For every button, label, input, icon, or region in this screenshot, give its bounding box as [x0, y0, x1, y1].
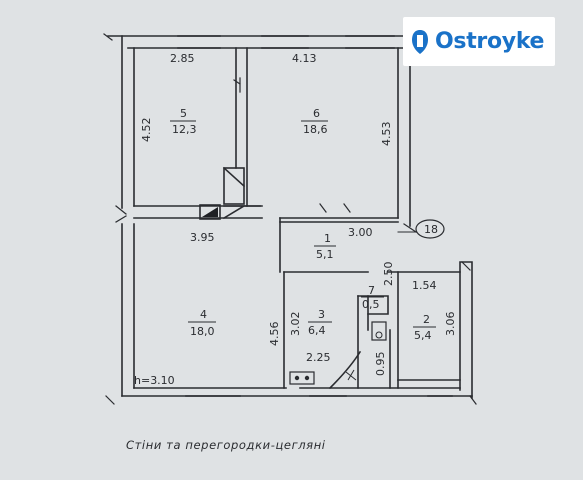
dim-2-25: 2.25 — [306, 351, 331, 364]
room-6-number: 6 — [313, 107, 320, 120]
dim-3-00: 3.00 — [348, 226, 373, 239]
ostroyke-logo-text: Ostroyke — [435, 29, 545, 54]
wall-5-6 — [235, 47, 248, 207]
room-2-area: 5,4 — [414, 329, 432, 342]
outer-wall-left-lower — [121, 223, 135, 397]
room-3-number: 3 — [318, 308, 325, 321]
room-1-number: 1 — [324, 232, 331, 245]
dim-3-06: 3.06 — [444, 312, 457, 337]
ostroyke-logo-icon — [412, 29, 428, 54]
room-6-area: 18,6 — [303, 123, 328, 136]
room-2-number: 2 — [423, 313, 430, 326]
room-3-area: 6,4 — [308, 324, 326, 337]
toilet-bowl-icon — [375, 331, 383, 339]
ceiling-height-label: h=3.10 — [134, 374, 175, 387]
wall-2-left — [389, 271, 399, 389]
outer-wall-bottom — [121, 387, 473, 397]
ostroyke-logo[interactable]: Ostroyke — [403, 17, 555, 66]
dim-4-53: 4.53 — [380, 122, 393, 147]
room-5-area: 12,3 — [172, 123, 197, 136]
outer-wall-top — [107, 35, 411, 49]
dim-4-56: 4.56 — [268, 322, 281, 347]
dimension-ticks — [103, 33, 477, 405]
materials-caption: Стіни та перегородки-цегляні — [126, 438, 326, 452]
windows-top — [177, 35, 395, 49]
toilet-icon — [371, 321, 387, 341]
wall-4-right — [279, 217, 285, 389]
wall-7-box — [357, 295, 389, 315]
wall-3-right — [357, 295, 369, 389]
axis-marker-ellipse — [415, 219, 445, 239]
gas-meter-icon — [345, 369, 357, 381]
stove-icon — [289, 371, 315, 385]
stove-burner-left-icon — [294, 375, 300, 381]
room-1-area: 5,1 — [316, 248, 334, 261]
room-7-number: 7 — [368, 284, 375, 297]
room-5-number: 5 — [180, 107, 187, 120]
dim-2-85: 2.85 — [170, 52, 195, 65]
outer-wall-right-upper — [397, 35, 411, 227]
room-4-number: 4 — [200, 308, 207, 321]
shaft-diagonal — [222, 166, 246, 188]
shaft-box — [223, 167, 245, 205]
dim-3-02: 3.02 — [289, 312, 302, 337]
dim-4-52: 4.52 — [140, 118, 153, 143]
room-4-area: 18,0 — [190, 325, 215, 338]
outer-wall-right-lower — [459, 261, 473, 399]
dim-1-54: 1.54 — [412, 279, 437, 292]
dim-4-13: 4.13 — [292, 52, 317, 65]
stove-burner-right-icon — [304, 375, 310, 381]
dim-3-95: 3.95 — [190, 231, 215, 244]
wall-middle-band — [133, 205, 399, 223]
dim-2-50: 2.50 — [382, 262, 395, 287]
axis-marker-label: 18 — [424, 223, 438, 236]
door-arc — [328, 350, 362, 390]
vent-box — [199, 204, 221, 220]
room-7-area: 0,5 — [362, 298, 380, 311]
stair-diagonal — [222, 204, 261, 220]
outer-wall-left-upper — [121, 35, 135, 209]
dim-0-95: 0.95 — [374, 352, 387, 377]
vent-fill — [202, 207, 218, 217]
